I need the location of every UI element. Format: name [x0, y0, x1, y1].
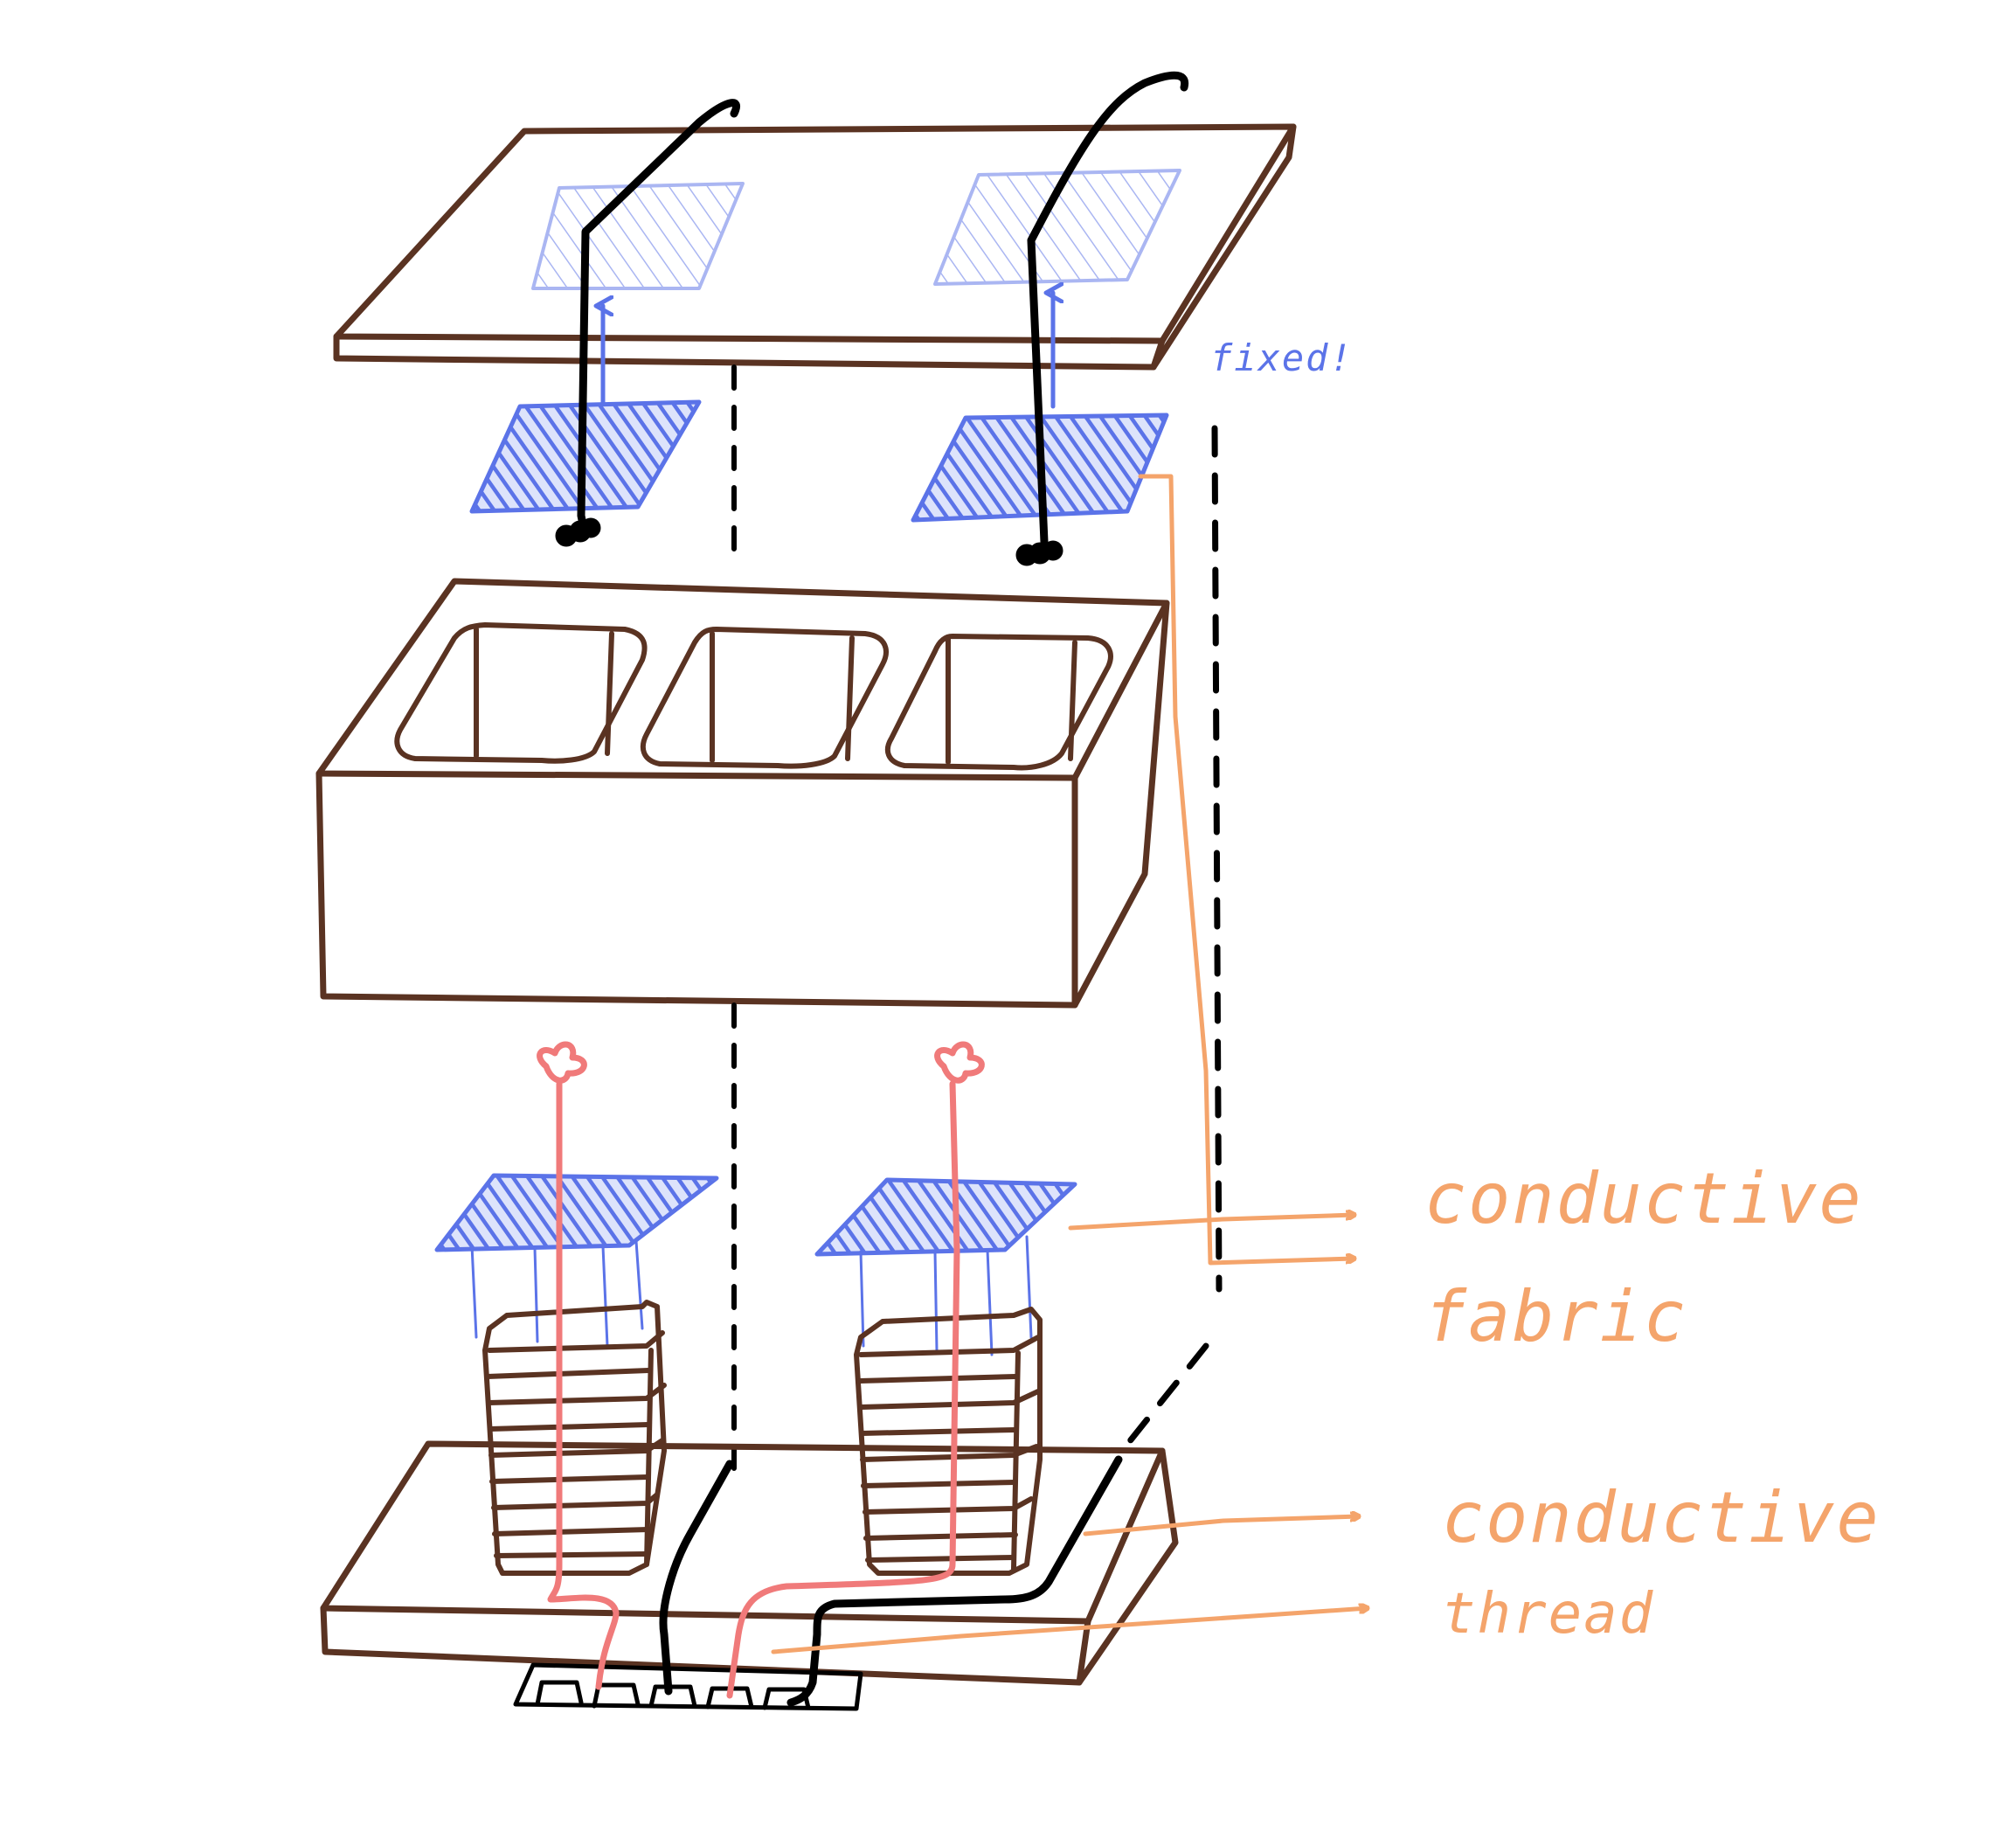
conductive-fabric-label-line1: conductive: [1424, 1158, 1863, 1239]
top-lid-board: [333, 123, 1297, 371]
black-wire-right-base: [786, 1455, 1123, 1707]
lid-fabric-pad-right: [933, 169, 1181, 286]
connector-header: [513, 1662, 863, 1711]
black-wire-left-base: [659, 1460, 734, 1696]
lid-fabric-pad-left: [531, 182, 745, 290]
conductive-thread-left: [537, 1041, 620, 1690]
layer-stack-left: [482, 1300, 667, 1576]
conductive-thread-label-line1: conductive: [1442, 1477, 1881, 1558]
conductive-thread-label-line2: thread: [1442, 1582, 1655, 1647]
lower-fabric-pad-right: [814, 1177, 1077, 1356]
layer-stack-right: [854, 1307, 1043, 1576]
annotation-leaders: [771, 474, 1370, 1654]
cavity-center: [640, 627, 889, 769]
base-board: [320, 1440, 1179, 1686]
fixed-label: fixed!: [1210, 336, 1354, 379]
black-wire-left-top: [555, 99, 741, 547]
conductive-thread-right: [726, 1041, 985, 1699]
alignment-line-right: [1115, 425, 1223, 1459]
cavity-block: [315, 578, 1170, 1009]
cavity-left: [394, 622, 648, 764]
conductive-fabric-label-line2: fabric: [1424, 1276, 1687, 1357]
black-wire-right-top: [1015, 71, 1189, 566]
cavity-right: [884, 634, 1113, 771]
lower-fabric-pad-left: [434, 1173, 719, 1348]
